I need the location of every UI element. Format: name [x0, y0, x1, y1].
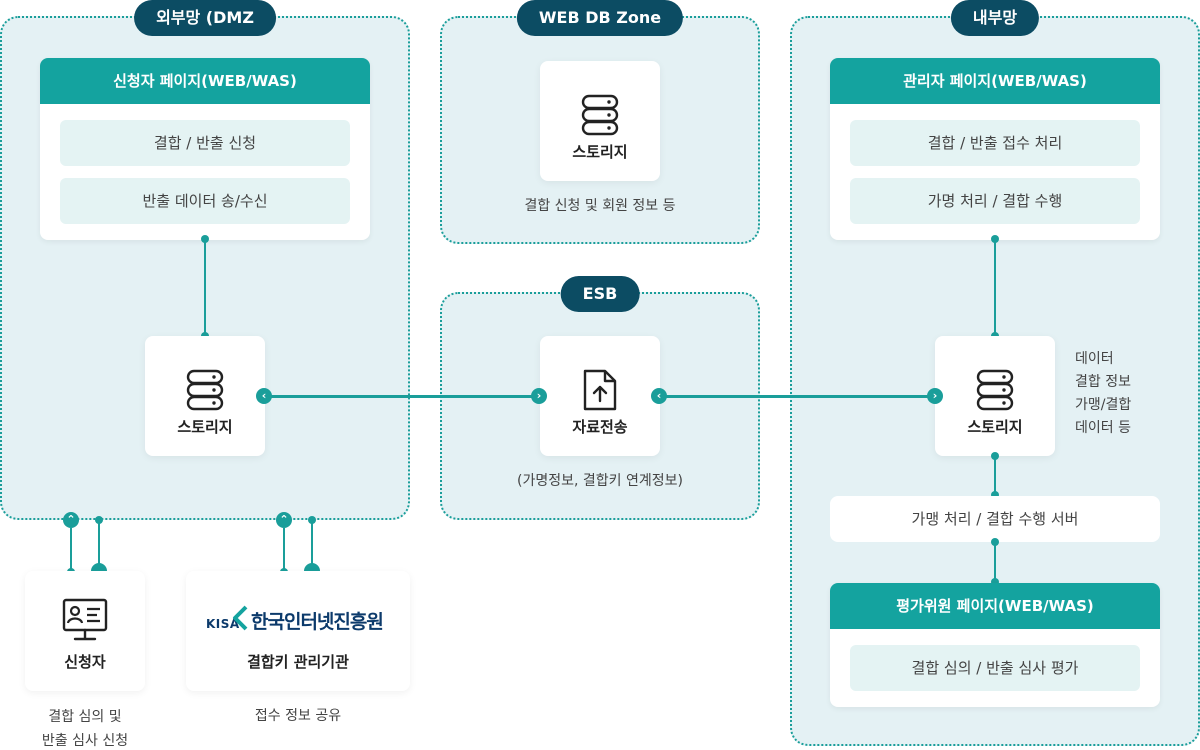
- connector-line: [311, 520, 313, 564]
- connector-line: [994, 542, 996, 583]
- chevron-left-icon: ‹: [256, 388, 272, 404]
- monitor-user-icon: [62, 598, 108, 641]
- processing-server: 가맹 처리 / 결합 수행 서버: [830, 496, 1160, 542]
- connector-line: [204, 240, 206, 336]
- storage-note: 데이터 결합 정보 가맹/결합 데이터 등: [1075, 348, 1131, 440]
- applicant-page-card: 신청자 페이지(WEB/WAS) 결합 / 반출 신청 반출 데이터 송/수신: [40, 58, 370, 240]
- evaluator-page-title: 평가위원 페이지(WEB/WAS): [830, 583, 1160, 629]
- connector-line: [994, 456, 996, 496]
- admin-page-card: 관리자 페이지(WEB/WAS) 결합 / 반출 접수 처리 가명 처리 / 결…: [830, 58, 1160, 240]
- kisa-logo: KISA 한국인터넷진흥원: [206, 605, 390, 635]
- connector-dot: [991, 578, 999, 586]
- processing-server-label: 가맹 처리 / 결합 수행 서버: [911, 510, 1079, 528]
- applicant-page-title: 신청자 페이지(WEB/WAS): [40, 58, 370, 104]
- kisa-caption: 접수 정보 공유: [254, 708, 342, 724]
- esb-zone-title: ESB: [560, 276, 640, 312]
- applicant-page-item: 결합 / 반출 신청: [60, 120, 350, 166]
- evaluator-page-item: 결합 심의 / 반출 심사 평가: [850, 645, 1140, 691]
- esb-internal-link: [658, 395, 935, 398]
- kisa-box: KISA 한국인터넷진흥원 결합키 관리기관: [186, 571, 410, 691]
- webdb-zone-title: WEB DB Zone: [516, 0, 684, 36]
- admin-page-item: 결합 / 반출 접수 처리: [850, 120, 1140, 166]
- webdb-caption: 결합 신청 및 회원 정보 등: [524, 198, 676, 214]
- file-upload-icon: [583, 369, 617, 411]
- connector-line: [994, 240, 996, 336]
- chevron-up-icon: ⌃: [276, 512, 292, 528]
- applicant-caption-line: 결합 심의 및: [48, 709, 122, 725]
- esb-transfer-label: 자료전송: [572, 418, 628, 436]
- database-icon: [186, 369, 224, 411]
- chevron-up-icon: ⌃: [63, 512, 79, 528]
- applicant-caption: 결합 심의 및 반출 심사 신청: [20, 705, 150, 750]
- connector-line: [283, 528, 285, 572]
- dmz-storage: 스토리지: [145, 336, 265, 456]
- internal-storage-label: 스토리지: [967, 418, 1023, 436]
- dmz-storage-label: 스토리지: [177, 418, 233, 436]
- applicant-label: 신청자: [64, 653, 106, 671]
- database-icon: [581, 94, 619, 136]
- connector-line: [98, 520, 100, 564]
- kisa-logo-text: KISA: [206, 617, 240, 631]
- applicant-page-item: 반출 데이터 송/수신: [60, 178, 350, 224]
- webdb-storage-label: 스토리지: [572, 143, 628, 161]
- kisa-org-name: 한국인터넷진흥원: [251, 611, 384, 633]
- esb-caption: (가명정보, 결합키 연계정보): [517, 473, 683, 489]
- storage-note-line: 가맹/결합: [1075, 397, 1132, 413]
- internal-storage: 스토리지: [935, 336, 1055, 456]
- kisa-mark: [233, 605, 248, 631]
- webdb-storage: 스토리지: [540, 61, 660, 181]
- dmz-zone-title: 외부망 (DMZ: [134, 0, 276, 36]
- admin-page-title: 관리자 페이지(WEB/WAS): [830, 58, 1160, 104]
- storage-note-line: 데이터 등: [1075, 420, 1131, 436]
- connector-line: [70, 528, 72, 572]
- admin-page-item: 가명 처리 / 결합 수행: [850, 178, 1140, 224]
- internal-zone-title: 내부망: [950, 0, 1040, 36]
- connector-dot: [201, 235, 209, 243]
- esb-transfer: 자료전송: [540, 336, 660, 456]
- evaluator-page-card: 평가위원 페이지(WEB/WAS) 결합 심의 / 반출 심사 평가: [830, 583, 1160, 707]
- chevron-right-icon: ›: [927, 388, 943, 404]
- chevron-right-icon: ›: [531, 388, 547, 404]
- kisa-label: 결합키 관리기관: [247, 653, 349, 671]
- chevron-left-icon: ‹: [651, 388, 667, 404]
- dmz-esb-link: [263, 395, 539, 398]
- connector-dot: [991, 491, 999, 499]
- applicant-caption-line: 반출 심사 신청: [41, 733, 129, 749]
- storage-note-line: 결합 정보: [1075, 374, 1131, 390]
- applicant-box: 신청자: [25, 571, 145, 691]
- storage-note-line: 데이터: [1075, 351, 1114, 367]
- connector-dot: [991, 235, 999, 243]
- database-icon: [976, 369, 1014, 411]
